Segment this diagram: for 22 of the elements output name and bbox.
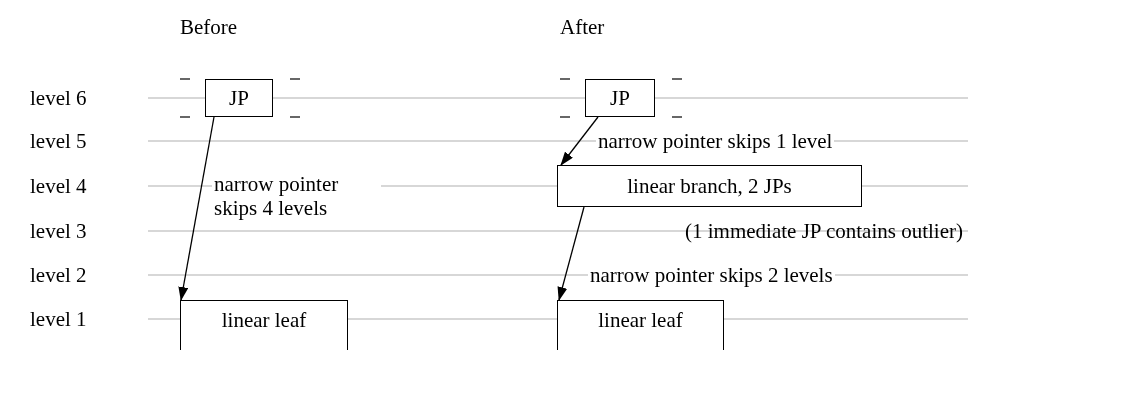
node-text: linear leaf xyxy=(221,308,307,333)
column-heading: After xyxy=(560,15,605,39)
level-label: level 6 xyxy=(30,86,87,110)
node-text: linear leaf xyxy=(598,308,683,333)
node-text: JP xyxy=(610,85,630,111)
node-box xyxy=(557,300,724,350)
arrow xyxy=(560,116,599,166)
level-label: level 4 xyxy=(30,174,87,198)
node-text: linear branch, 2 JPs xyxy=(627,173,792,199)
level-label: level 1 xyxy=(30,307,87,331)
note-text: (1 immediate JP contains outlier) xyxy=(685,219,963,243)
node-box xyxy=(205,79,273,117)
column-heading: Before xyxy=(180,15,238,39)
arrow xyxy=(557,206,585,301)
node-box xyxy=(180,300,348,350)
node-box xyxy=(585,79,655,117)
level-label: level 3 xyxy=(30,219,87,243)
node-box xyxy=(557,165,862,207)
level-label: level 5 xyxy=(30,129,87,153)
arrow xyxy=(178,116,215,301)
node-text: JP xyxy=(229,85,249,111)
level-label: level 2 xyxy=(30,263,87,287)
